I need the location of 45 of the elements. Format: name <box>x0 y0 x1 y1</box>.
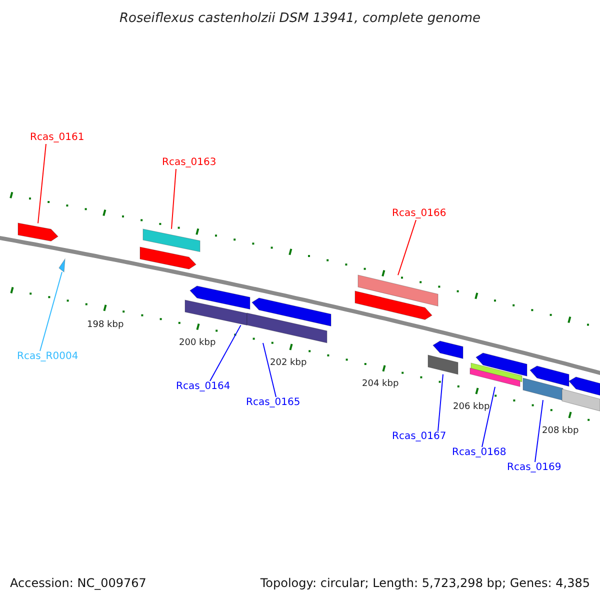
scale-label: 204 kbp <box>362 378 399 391</box>
rna-gene-triangle <box>59 259 65 272</box>
leader-line <box>262 342 276 398</box>
gene-bar <box>562 388 600 411</box>
leader-line <box>534 400 544 462</box>
gene-bar <box>470 368 520 387</box>
scale-label: 198 kbp <box>87 319 124 332</box>
leader-line <box>38 144 46 224</box>
scale-label: 202 kbp <box>270 357 307 370</box>
leader-line <box>171 168 176 230</box>
title: Roseiflexus castenholzii DSM 13941, complete genome <box>118 10 482 28</box>
gene-label: Rcas_0163 <box>162 157 216 169</box>
leader-line <box>482 386 496 448</box>
footer-text: Accession: NC_009767 <box>10 575 146 592</box>
gene-label: Rcas_0165 <box>246 397 300 409</box>
gene-block <box>569 376 600 395</box>
gene-block <box>252 298 331 326</box>
gene-bar <box>428 354 458 374</box>
gene-bar <box>523 378 563 400</box>
gene-block <box>355 291 432 320</box>
gene-block <box>190 286 250 309</box>
gene-bar <box>185 300 247 326</box>
gene-label: Rcas_0168 <box>452 447 506 459</box>
leader-line <box>398 220 416 276</box>
gene-label: Rcas_0164 <box>176 381 230 393</box>
gene-label: Rcas_0167 <box>392 431 446 443</box>
gene-block <box>18 223 58 242</box>
scale-label: 206 kbp <box>453 401 490 414</box>
leader-line <box>40 272 62 352</box>
gene-bar <box>247 313 327 343</box>
scale-label: 200 kbp <box>179 337 216 350</box>
gene-label: Rcas_R0004 <box>17 351 78 363</box>
gene-label: Rcas_0169 <box>507 462 562 474</box>
gene-block <box>530 366 569 387</box>
footer-text: Topology: circular; Length: 5,723,298 bp; Genes: 4,385 <box>260 575 590 592</box>
gene-block <box>433 340 463 359</box>
leader-line <box>438 374 444 432</box>
gene-block <box>476 352 527 376</box>
scale-label: 208 kbp <box>542 425 579 438</box>
gene-label: Rcas_0166 <box>392 208 446 220</box>
gene-block <box>140 246 196 269</box>
gene-label: Rcas_0161 <box>30 132 84 144</box>
leader-line <box>210 324 242 382</box>
gene-bar <box>143 228 200 252</box>
gene-bar <box>358 275 438 306</box>
